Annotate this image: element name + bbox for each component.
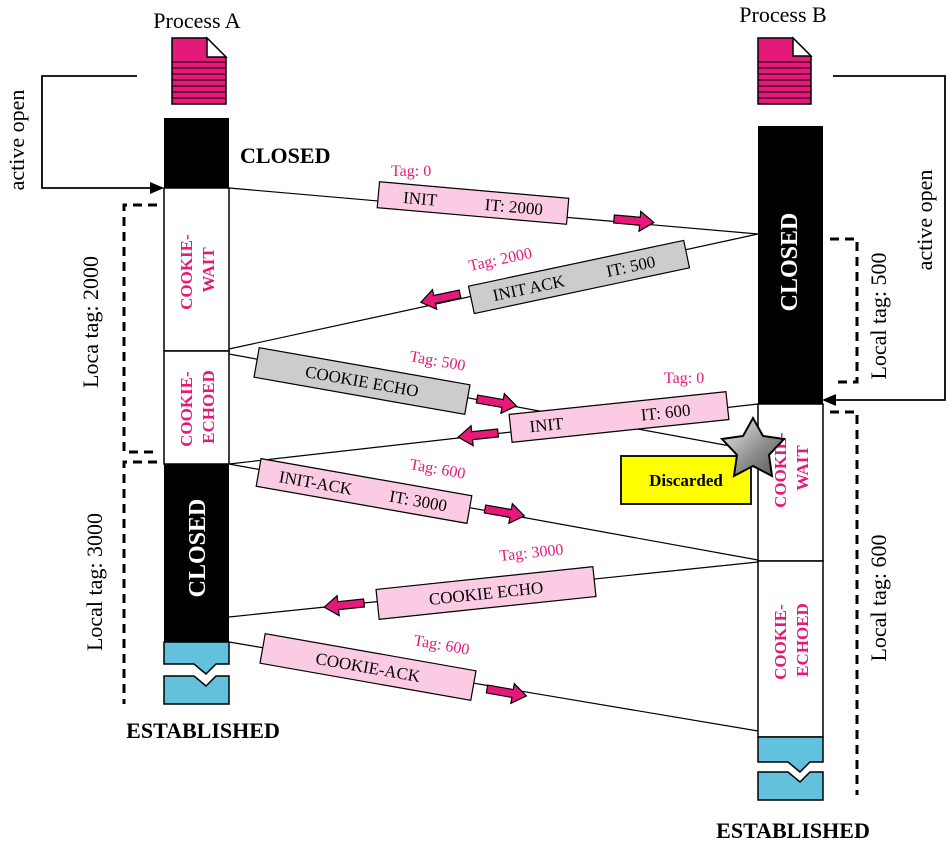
a-cookie-echoed-label: COOKIE- ECHOED: [177, 367, 218, 447]
msg-init-ack-a-tag: Tag: 600: [408, 456, 466, 483]
a-local-tag-bracket-1: [122, 203, 157, 454]
msg-cookie-echo-a-tag: Tag: 500: [408, 348, 466, 375]
a-local-tag-2000: Loca tag: 2000: [78, 256, 103, 388]
a-cookie-echoed-block: [163, 350, 230, 465]
b-local-tag-bracket-1: [830, 237, 859, 384]
svg-text:INIT: INIT: [402, 188, 438, 210]
a-cookie-wait-block: [163, 187, 230, 352]
b-cookie-wait-label: COOKIE- WAIT: [771, 428, 812, 508]
b-established-block: [757, 736, 824, 801]
a-closed-block: [164, 118, 229, 188]
collision-star-icon: [719, 415, 787, 478]
process-a-title: Process A: [153, 8, 241, 33]
a-established-block: [163, 641, 230, 705]
b-local-tag-500: Local tag: 500: [866, 252, 891, 379]
msg-init-a: INIT IT: 2000: [376, 181, 570, 225]
a-closed-block-2: [164, 464, 229, 642]
msg-init-ack-b: INIT ACK IT: 500: [467, 239, 691, 315]
process-a-established: ESTABLISHED: [126, 718, 280, 743]
process-b-established: ESTABLISHED: [716, 818, 870, 843]
arrow-right-icon: [483, 502, 526, 525]
msg-cookie-echo-b: COOKIE ECHO: [375, 566, 597, 620]
a-local-tag-3000: Local tag: 3000: [82, 513, 107, 651]
process-a-document-icon: [171, 36, 228, 105]
b-cookie-wait-block: [757, 403, 824, 562]
process-b-title: Process B: [739, 2, 826, 27]
msg-init-b-tag: Tag: 0: [664, 370, 704, 387]
msg-cookie-ack-a-tag: Tag: 600: [412, 632, 470, 659]
msg-init-ack-b-tag: Tag: 2000: [467, 245, 533, 275]
a-closed-label: CLOSED: [240, 143, 330, 168]
a-cookie-wait-label: COOKIE- WAIT: [177, 230, 218, 310]
a-closed-label-2: CLOSED: [185, 499, 211, 598]
discarded-label: Discarded: [649, 471, 723, 490]
svg-text:IT: 2000: IT: 2000: [484, 195, 544, 219]
discarded-box: [620, 455, 752, 505]
msg-init-ack-a: INIT-ACK IT: 3000: [255, 457, 473, 525]
b-closed-block: [758, 126, 823, 404]
process-a-active-open-label: active open: [4, 90, 29, 191]
b-local-tag-bracket-2: [830, 410, 859, 795]
msg-init-a-tag: Tag: 0: [391, 163, 431, 180]
arrow-left-icon: [457, 424, 500, 447]
b-local-tag-600: Local tag: 600: [866, 534, 891, 661]
arrow-right-icon: [485, 682, 528, 705]
msg-cookie-echo-b-tag: Tag: 3000: [499, 541, 565, 565]
arrow-left-icon: [323, 594, 366, 617]
svg-text:INIT: INIT: [529, 414, 565, 437]
process-b-active-open-label: active open: [912, 170, 937, 271]
process-b-document-icon: [757, 36, 813, 105]
b-cookie-echoed-label: COOKIE- ECHOED: [771, 600, 812, 680]
b-closed-label: CLOSED: [777, 213, 803, 312]
process-a-active-open-arrow: [41, 75, 164, 194]
arrow-left-icon: [419, 288, 462, 311]
arrow-right-icon: [475, 392, 518, 415]
msg-init-b: INIT IT: 600: [508, 391, 730, 443]
a-local-tag-bracket-2: [122, 460, 157, 704]
arrow-right-icon: [613, 210, 655, 233]
b-cookie-echoed-block: [757, 560, 824, 738]
process-b-active-open-arrow: [822, 75, 946, 406]
